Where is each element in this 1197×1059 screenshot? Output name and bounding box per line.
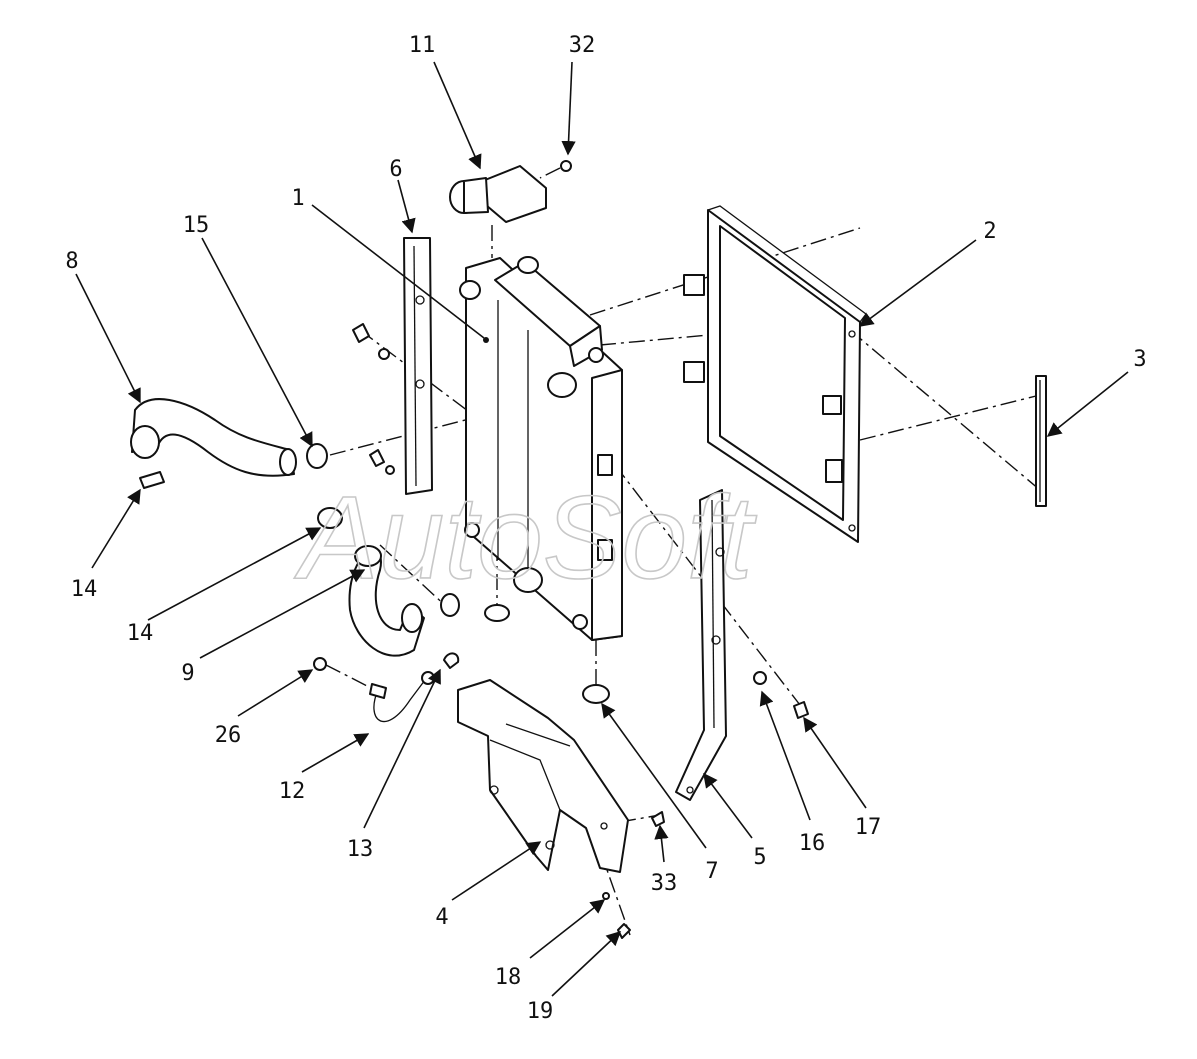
callout-32: 32 — [569, 33, 596, 58]
drain-line — [313, 652, 460, 723]
washer-16 — [753, 671, 767, 685]
callout-6: 6 — [389, 157, 402, 182]
lower-mounting-bracket — [457, 679, 629, 873]
callout-7: 7 — [705, 859, 718, 884]
hose-fitting-14a — [139, 471, 165, 489]
right-mounting-rail — [675, 489, 727, 801]
callout-9: 9 — [181, 661, 194, 686]
callout-14-upper: 14 — [71, 577, 98, 602]
lower-hose — [348, 545, 460, 657]
callout-15: 15 — [183, 213, 210, 238]
callout-17: 17 — [855, 815, 882, 840]
callout-2: 2 — [983, 219, 996, 244]
callout-4: 4 — [435, 905, 448, 930]
callout-18: 18 — [495, 965, 522, 990]
callout-13: 13 — [347, 837, 374, 862]
callout-labels: 11 32 6 1 15 8 2 3 14 14 9 26 12 13 4 33… — [65, 33, 1146, 1024]
seal-strip — [1035, 375, 1047, 507]
callout-16: 16 — [799, 831, 826, 856]
callout-1: 1 — [291, 186, 304, 211]
callout-11: 11 — [409, 33, 436, 58]
leader-lines — [75, 61, 1129, 997]
bolt-32 — [560, 160, 572, 172]
watermark: AutoSoft — [294, 472, 757, 604]
expansion-tank — [494, 256, 604, 367]
callout-26: 26 — [215, 723, 242, 748]
shroud-frame — [683, 205, 867, 543]
callout-5: 5 — [753, 845, 766, 870]
callout-12: 12 — [279, 779, 306, 804]
mount-grommets — [484, 604, 610, 704]
callout-8: 8 — [65, 249, 78, 274]
left-mounting-rail — [403, 237, 433, 495]
callout-33: 33 — [651, 871, 678, 896]
callout-3: 3 — [1133, 347, 1146, 372]
outlet-housing — [449, 165, 547, 223]
upper-hose — [130, 398, 297, 477]
hose-clamp-15 — [306, 443, 328, 469]
callout-14-lower: 14 — [127, 621, 154, 646]
bolt-17 — [793, 701, 809, 719]
callout-19: 19 — [527, 999, 554, 1024]
hose-clamp-14b — [317, 507, 343, 529]
fasteners-left — [352, 323, 395, 475]
